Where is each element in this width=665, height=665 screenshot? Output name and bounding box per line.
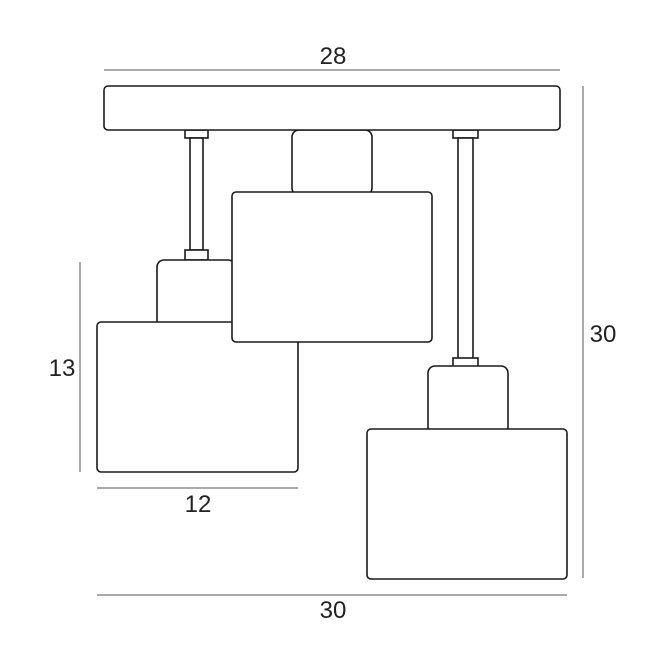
bottom-width-label: 30 (320, 597, 347, 624)
center-lamp-shade (231, 191, 433, 343)
total-height-label: 30 (590, 321, 617, 348)
top-width-label: 28 (320, 43, 347, 70)
center-lamp-socket (291, 129, 373, 196)
right-arm-rod (452, 129, 479, 369)
shade-width-label: 12 (185, 491, 212, 518)
right-lamp-shade (366, 428, 568, 580)
left-lamp-shade (96, 321, 299, 473)
left-lamp-socket (156, 259, 236, 329)
left-lamp (96, 259, 299, 473)
left-arm-rod (184, 129, 209, 261)
right-lamp (366, 365, 568, 580)
shade-height-label: 13 (49, 355, 76, 382)
ceiling-plate (103, 85, 561, 131)
right-lamp-socket (427, 365, 509, 435)
